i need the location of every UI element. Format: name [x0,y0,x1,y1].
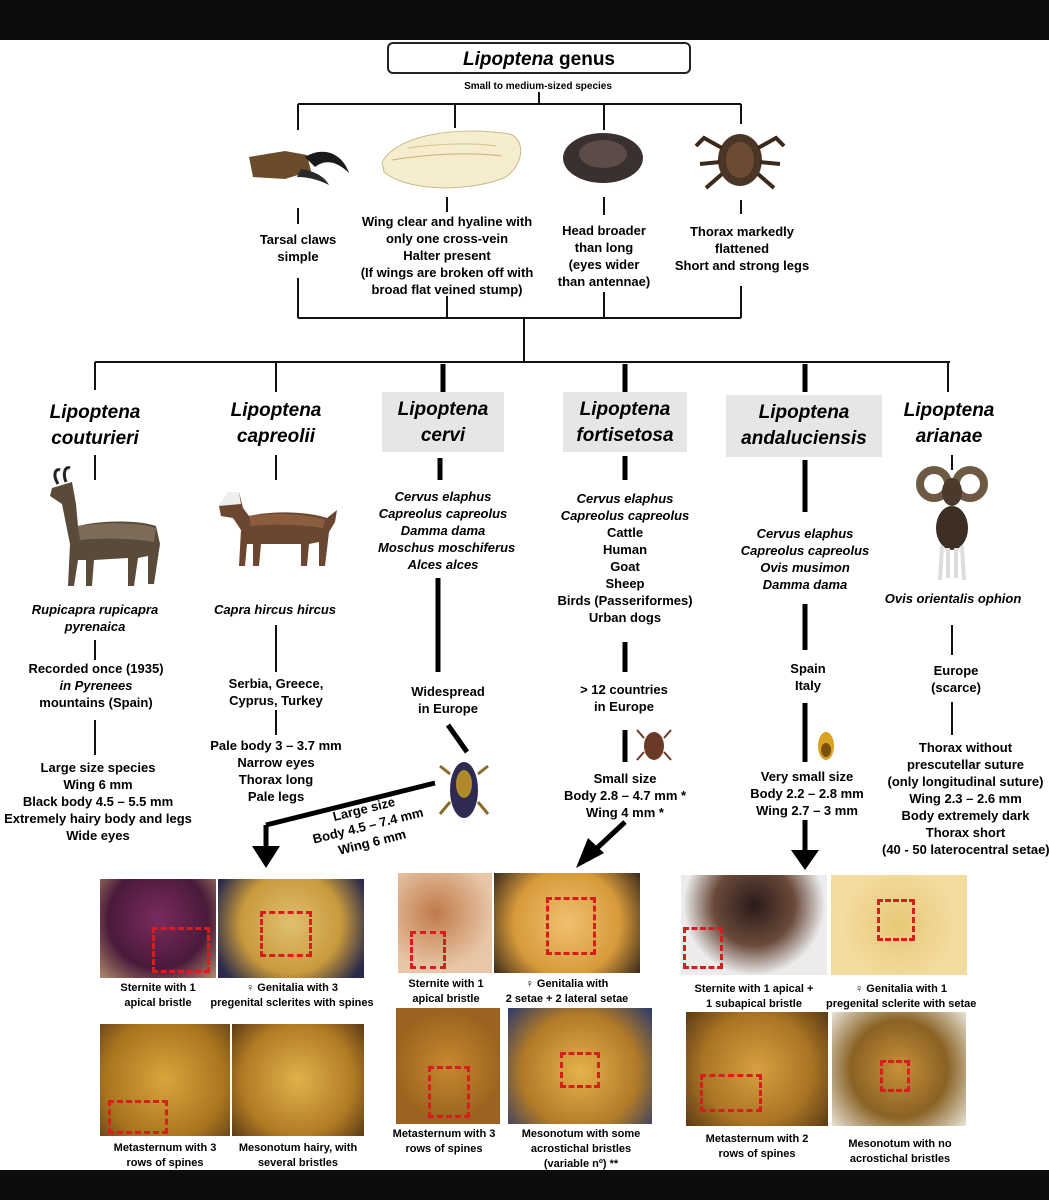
wing-icon [381,130,522,189]
cervi-genitalia-photo [218,879,364,978]
cervi-metasternum-photo [100,1024,230,1136]
fortisetosa-metasternum-photo [396,1008,500,1124]
cervi-mesonotum-photo [232,1024,364,1136]
distribution-couturieri: Recorded once (1935) in Pyrenees mountai… [28,661,164,710]
highlight-box [700,1074,762,1112]
highlight-box [877,899,915,941]
hosts-arianae: Ovis orientalis ophion [884,591,1022,606]
highlight-box [152,927,210,973]
genus-subtitle: Small to medium-sized species [464,81,612,92]
fortisetosa-genitalia-photo [494,873,640,973]
andaluciensis-metasternum-photo [686,1012,828,1126]
distribution-capreolii: Serbia, Greece,Cyprus, Turkey [228,676,324,708]
genus-suffix: genus [553,49,615,70]
genus-name: Lipoptena [462,49,554,70]
andaluciensis-mesonotum-photo [832,1012,966,1126]
highlight-box [108,1100,168,1134]
andaluciensis-fly-icon [818,732,834,760]
tarsal-claw-icon [249,151,349,185]
bottom-black-bar [0,1170,1049,1200]
goat-icon [219,492,337,566]
andaluciensis-caption-sternite: Sternite with 1 apical +1 subapical bris… [694,983,814,1010]
fortisetosa-mesonotum-photo [508,1008,652,1124]
highlight-box [260,911,312,957]
highlight-box [683,927,723,969]
highlight-box [428,1066,470,1118]
andaluciensis-sternite-photo [681,875,827,975]
cervi-fly-icon [438,762,490,818]
hosts-capreolii: Capra hircus hircus [213,602,337,617]
highlight-box [560,1052,600,1088]
thorax-fly-icon [694,134,786,190]
chamois-icon [50,466,160,586]
mouflon-icon [916,466,988,581]
highlight-box [546,897,596,955]
head-icon [563,133,643,183]
fortisetosa-sternite-photo [398,873,492,973]
andaluciensis-genitalia-photo [831,875,967,975]
highlight-box [410,931,446,969]
top-black-bar [0,0,1049,40]
fortisetosa-fly-icon [636,729,672,761]
highlight-box [880,1060,910,1092]
cervi-sternite-photo [100,879,216,978]
genus-title-box: Lipoptena genus [387,42,691,74]
distribution-arianae: Europe(scarce) [931,663,981,695]
